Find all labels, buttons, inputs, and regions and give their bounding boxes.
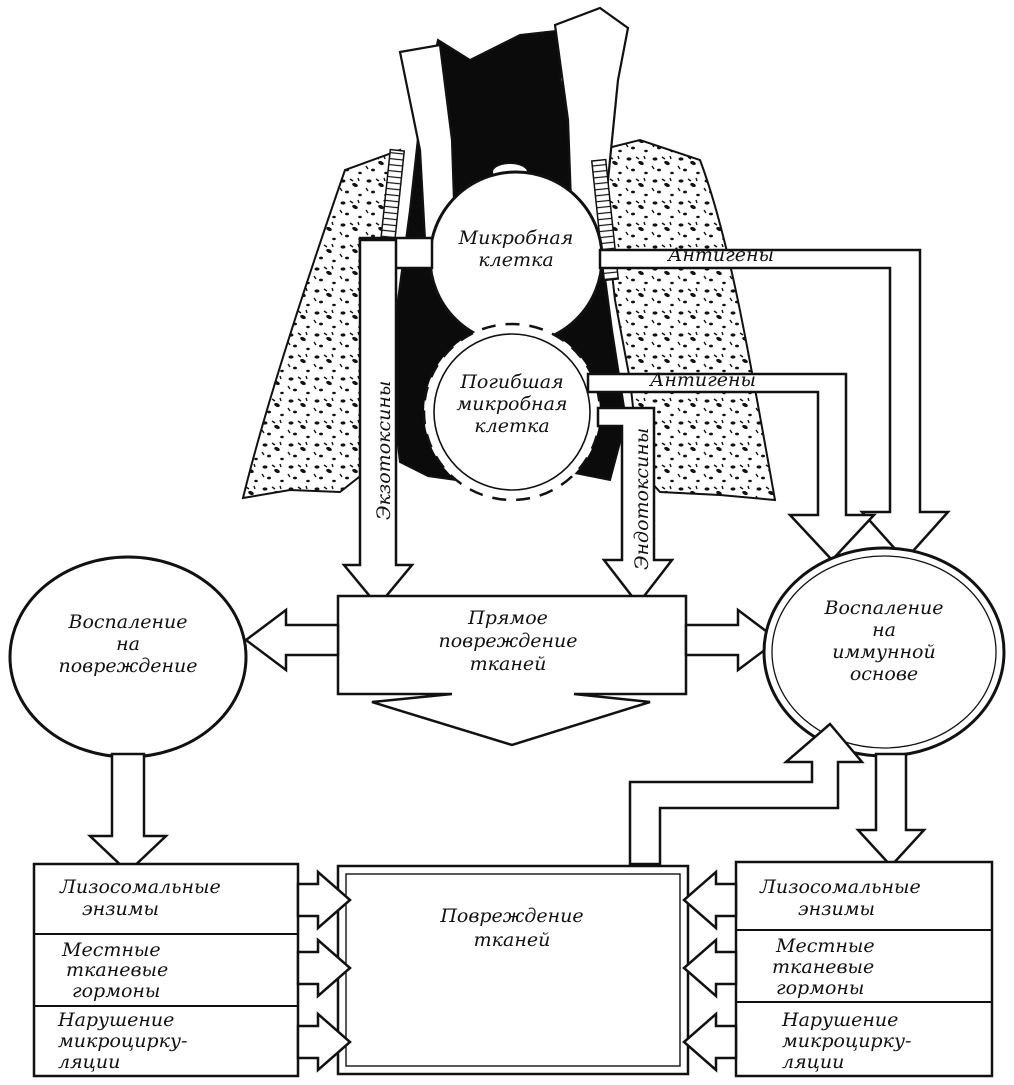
inflammation-immune-label-4: основе [850, 663, 918, 685]
arrow-feedback-up [628, 722, 865, 866]
dead-microbial-cell: Погибшая микробная клетка [422, 322, 602, 502]
tissue-damage-node: Повреждение тканей [336, 864, 690, 1076]
exotoxins-label: Экзотоксины [373, 381, 395, 520]
direct-damage-label-3: тканей [470, 653, 547, 675]
direct-damage-label-2: повреждение [438, 630, 577, 652]
right-factor-arrows [682, 869, 738, 1073]
dead-cell-label-1: Погибшая [459, 371, 563, 393]
inflammation-immune-label-1: Воспаление [824, 597, 944, 619]
direct-damage-label-1: Прямое [467, 607, 548, 629]
left-factor-arrows [296, 869, 352, 1073]
endotoxins-label: Эндотоксины [631, 428, 653, 570]
left-factor-2-line-3: гормоны [72, 980, 160, 1002]
inflammation-immune-label-3: иммунной [832, 641, 935, 663]
right-factor-1-line-2: энзимы [798, 898, 875, 920]
right-factors-table: Лизосомальные энзимы Местные тканевые го… [734, 860, 994, 1078]
right-factor-3-line-2: микроцирку- [782, 1030, 911, 1052]
inflammation-damage-label-2: на [116, 633, 140, 655]
exotoxins-arrow: Экзотоксины [341, 238, 415, 608]
antigens-top-arrow: Антигены [598, 244, 951, 562]
right-factor-2-line-1: Местные [775, 935, 875, 957]
left-factor-3-line-3: ляции [58, 1051, 120, 1073]
antigens-mid-label: Антигены [648, 369, 756, 391]
microbial-cell-label-1: Микробная [458, 227, 574, 249]
left-factor-3-line-2: микроцирку- [58, 1030, 187, 1052]
antigens-mid-arrow: Антигены [586, 369, 877, 562]
inflammation-damage-node: Воспаление на повреждение [8, 555, 248, 759]
microbial-cell-label-2: клетка [478, 249, 553, 271]
arrow-right-circle-down [855, 752, 927, 868]
left-factor-1-line-1: Лизосомальные [59, 876, 221, 898]
inflammation-damage-label-3: повреждение [58, 655, 197, 677]
left-factor-2-line-1: Местные [61, 939, 161, 961]
tissue-damage-label-2: тканей [474, 929, 551, 951]
microbial-cell: Микробная клетка [428, 170, 604, 346]
antigens-top-label: Антигены [666, 244, 774, 266]
right-factor-3-line-1: Нарушение [781, 1009, 898, 1031]
inflammation-immune-label-2: на [872, 619, 896, 641]
left-factor-1-line-2: энзимы [82, 898, 159, 920]
tissue-damage-label-1: Повреждение [439, 905, 583, 927]
inflammation-immune-node: Воспаление на иммунной основе [762, 546, 1006, 758]
dead-cell-label-3: клетка [474, 415, 549, 437]
left-factor-3-line-1: Нарушение [57, 1009, 174, 1031]
right-factor-3-line-3: ляции [782, 1051, 844, 1073]
left-factors-table: Лизосомальные энзимы Местные тканевые го… [32, 862, 300, 1078]
direct-damage-node: Прямое повреждение тканей [336, 594, 688, 747]
left-factor-2-line-2: тканевые [66, 959, 168, 981]
right-factor-2-line-2: тканевые [772, 956, 874, 978]
dead-cell-label-2: микробная [457, 393, 568, 415]
inflammation-damage-label-1: Воспаление [68, 611, 188, 633]
right-factor-2-line-3: гормоны [776, 977, 864, 999]
arrow-to-inflammation-immune [684, 607, 781, 673]
right-factor-1-line-1: Лизосомальные [759, 876, 921, 898]
endotoxins-arrow: Эндотоксины [596, 406, 675, 607]
arrow-to-inflammation-damage [243, 607, 340, 673]
arrow-left-oval-down [86, 752, 170, 874]
